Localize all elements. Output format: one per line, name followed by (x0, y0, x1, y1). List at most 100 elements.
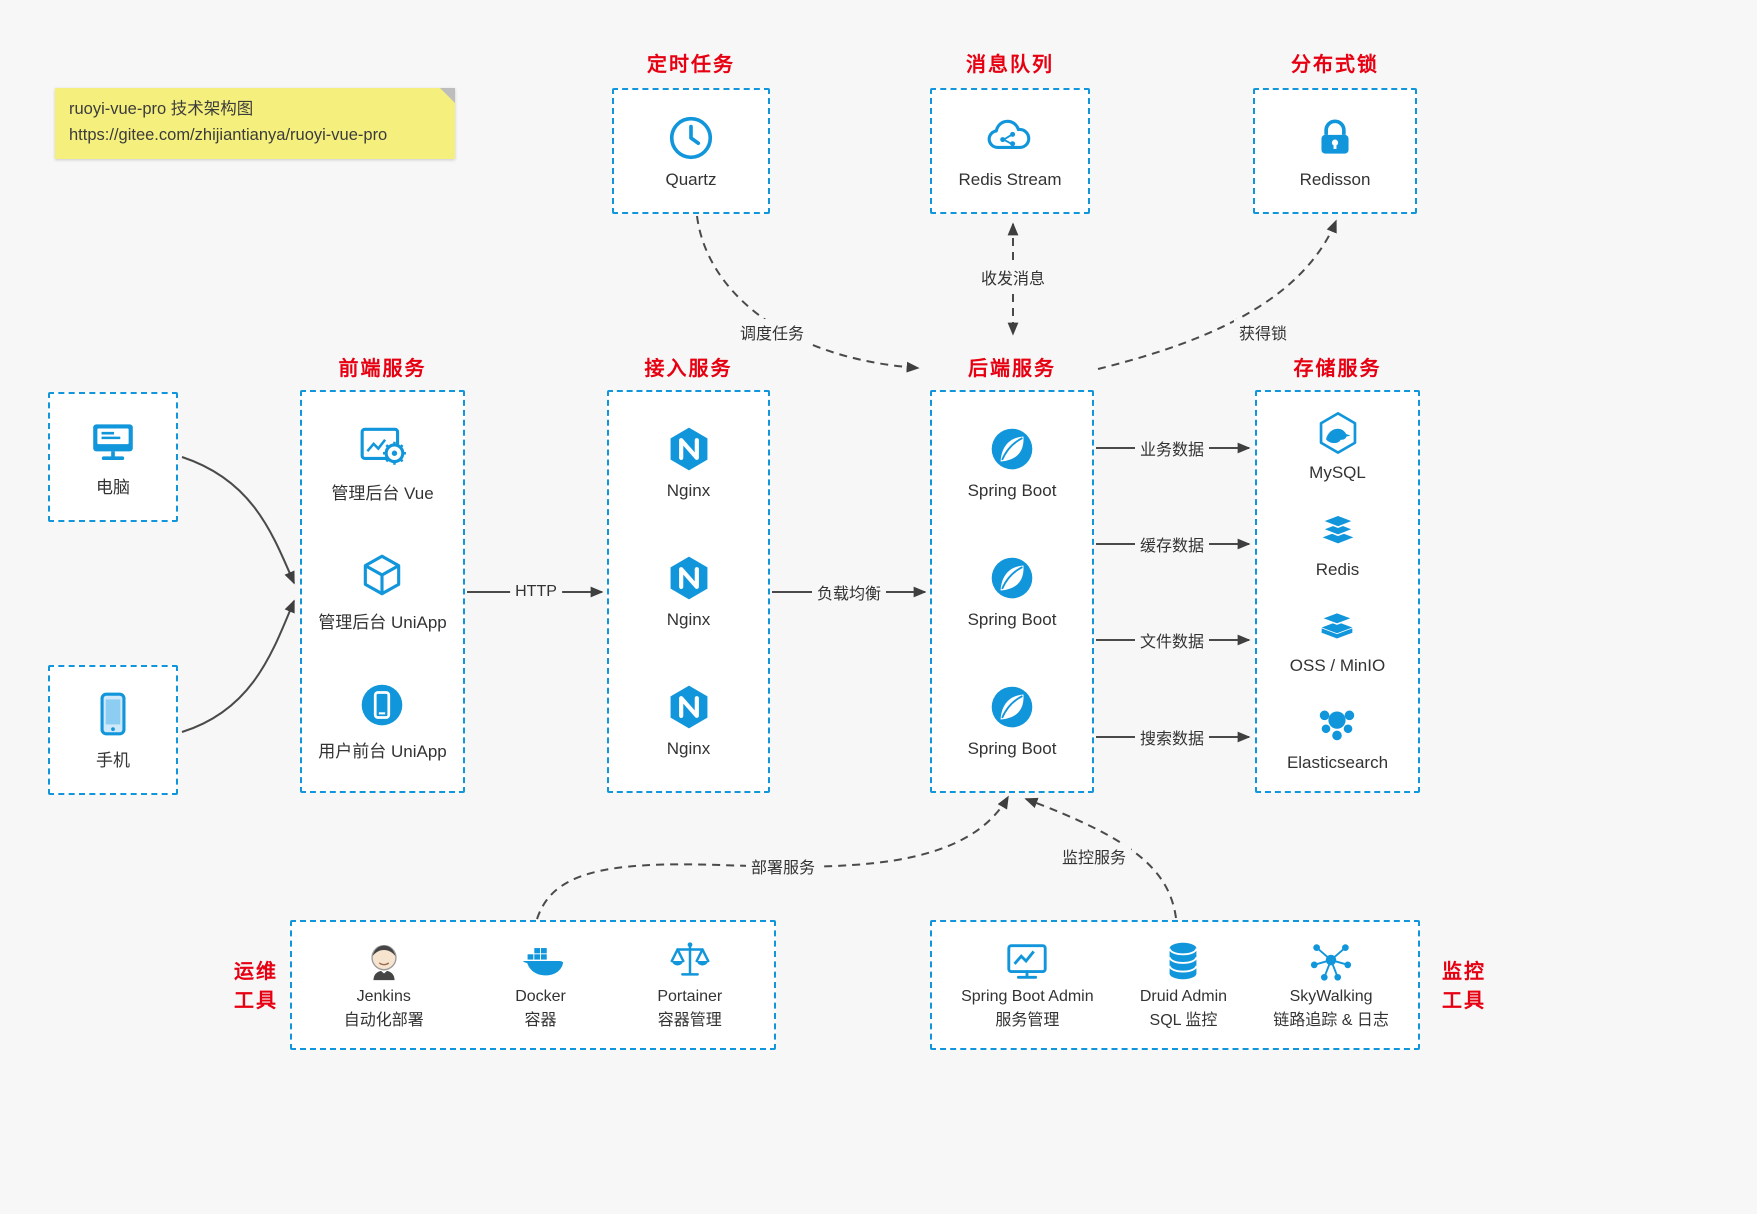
node-label: Spring Boot (967, 481, 1057, 500)
admin-vue-icon (358, 422, 408, 472)
tool-name: Docker (515, 988, 566, 1006)
ops-tools-title: 运维 工具 (224, 958, 288, 1016)
node-oss-minio: OSS / MinIO (1290, 603, 1385, 676)
node-label: 用户前台 UniApp (318, 741, 447, 761)
tool-desc: 容器管理 (657, 1012, 722, 1029)
node-springboot-3: Spring Boot (967, 682, 1057, 759)
edge-label-monitor: 监控服务 (1056, 843, 1132, 869)
jenkins-icon (361, 938, 407, 984)
node-label: Nginx (666, 481, 711, 500)
node-jenkins: Jenkins 自动化部署 (344, 938, 424, 1031)
nginx-icon (664, 553, 714, 603)
docker-icon (518, 938, 564, 984)
node-label: 手机 (96, 751, 130, 770)
node-redis-stream: Redis Stream (959, 113, 1061, 190)
frontend-panel: 管理后台 Vue 管理后台 UniApp 用户前台 UniApp (300, 390, 465, 793)
access-panel: Nginx Nginx Nginx (607, 390, 770, 793)
tool-desc: 容器 (524, 1012, 557, 1029)
desktop-icon (88, 416, 138, 466)
node-label: Redis (1315, 559, 1360, 579)
nginx-icon (664, 424, 714, 474)
edge-schedule (696, 215, 920, 373)
node-mysql: MySQL (1309, 410, 1366, 483)
message-queue-group-title: 消息队列 (966, 54, 1054, 76)
edge-pc-frontend (181, 456, 295, 585)
tool-name: Druid Admin (1139, 988, 1228, 1006)
node-label: 管理后台 Vue (331, 483, 434, 503)
node-label: MySQL (1309, 462, 1366, 482)
phone-icon (88, 689, 138, 739)
node-pc: 电脑 (88, 416, 138, 498)
mobile-app-icon (357, 680, 407, 730)
ops-title-line1: 运维 (234, 961, 278, 983)
node-label: 管理后台 UniApp (318, 612, 447, 632)
monitoring-panel: Spring Boot Admin 服务管理 Druid Admin SQL 监… (930, 920, 1420, 1050)
storage-group-title: 存储服务 (1293, 358, 1382, 380)
node-label: 电脑 (96, 478, 130, 497)
node-redisson: Redisson (1299, 113, 1371, 190)
redis-stream-panel: Redis Stream (930, 88, 1090, 214)
node-portainer: Portainer 容器管理 (657, 938, 722, 1031)
oss-icon (1314, 603, 1360, 649)
node-phone: 手机 (88, 689, 138, 771)
tool-desc: 服务管理 (995, 1012, 1060, 1029)
edge-label-business-data: 业务数据 (1134, 435, 1210, 461)
node-redis: Redis (1315, 507, 1361, 580)
node-nginx-2: Nginx (664, 553, 714, 630)
edge-lock (1097, 219, 1337, 370)
node-springboot-1: Spring Boot (967, 424, 1057, 501)
distributed-lock-group-title: 分布式锁 (1291, 54, 1379, 76)
edge-label-file-data: 文件数据 (1134, 627, 1210, 653)
quartz-panel: Quartz (612, 88, 770, 214)
pc-panel: 电脑 (48, 392, 178, 522)
redis-icon (1315, 507, 1361, 553)
cloud-share-icon (985, 113, 1035, 163)
cube-icon (357, 551, 407, 601)
edge-label-search-data: 搜索数据 (1134, 724, 1210, 750)
node-skywalking: SkyWalking 链路追踪 & 日志 (1273, 938, 1389, 1031)
note-title: ruoyi-vue-pro 技术架构图 (69, 100, 254, 118)
node-druid-admin: Druid Admin SQL 监控 (1140, 938, 1227, 1031)
node-label: Nginx (666, 610, 711, 629)
backend-group-title: 后端服务 (968, 358, 1056, 380)
node-admin-vue: 管理后台 Vue (331, 422, 434, 504)
frontend-group-title: 前端服务 (338, 358, 427, 380)
edge-label-http: HTTP (510, 582, 562, 602)
node-quartz: Quartz (665, 113, 717, 190)
note-url: https://gitee.com/zhijiantianya/ruoyi-vu… (69, 126, 388, 145)
node-label: Quartz (665, 169, 717, 189)
node-label: Redisson (1299, 169, 1371, 189)
ops-title-line2: 工具 (234, 990, 278, 1012)
elasticsearch-icon (1314, 700, 1360, 746)
edge-label-load-balance: 负载均衡 (811, 579, 887, 605)
sticky-note: ruoyi-vue-pro 技术架构图 https://gitee.com/zh… (55, 88, 455, 159)
edge-label-lock: 获得锁 (1233, 319, 1293, 345)
node-label: OSS / MinIO (1289, 656, 1386, 676)
edge-label-message: 收发消息 (975, 264, 1051, 290)
edge-label-schedule: 调度任务 (734, 319, 810, 345)
database-icon (1160, 938, 1206, 984)
edge-phone-frontend (181, 599, 295, 733)
tool-desc: 自动化部署 (343, 1012, 424, 1029)
tool-name: Portainer (657, 988, 723, 1006)
tool-name: Spring Boot Admin (961, 988, 1094, 1006)
storage-panel: MySQL Redis OSS / MinIO Elasticsearch (1255, 390, 1420, 793)
tool-name: Jenkins (356, 988, 411, 1006)
spring-icon (987, 424, 1037, 474)
node-nginx-3: Nginx (664, 682, 714, 759)
edge-label-deploy: 部署服务 (745, 853, 821, 879)
monitoring-title-line2: 工具 (1442, 990, 1486, 1012)
node-admin-uniapp: 管理后台 UniApp (318, 551, 447, 633)
ops-panel: Jenkins 自动化部署 Docker 容器 Portainer 容器管理 (290, 920, 776, 1050)
tool-desc: SQL 监控 (1149, 1012, 1218, 1029)
scheduled-tasks-group-title: 定时任务 (647, 54, 735, 76)
node-label: Spring Boot (967, 739, 1057, 758)
portainer-icon (667, 938, 713, 984)
admin-monitor-icon (1004, 938, 1050, 984)
backend-panel: Spring Boot Spring Boot Spring Boot (930, 390, 1094, 793)
mysql-icon (1315, 410, 1361, 456)
node-elasticsearch: Elasticsearch (1287, 700, 1388, 773)
spring-icon (987, 682, 1037, 732)
